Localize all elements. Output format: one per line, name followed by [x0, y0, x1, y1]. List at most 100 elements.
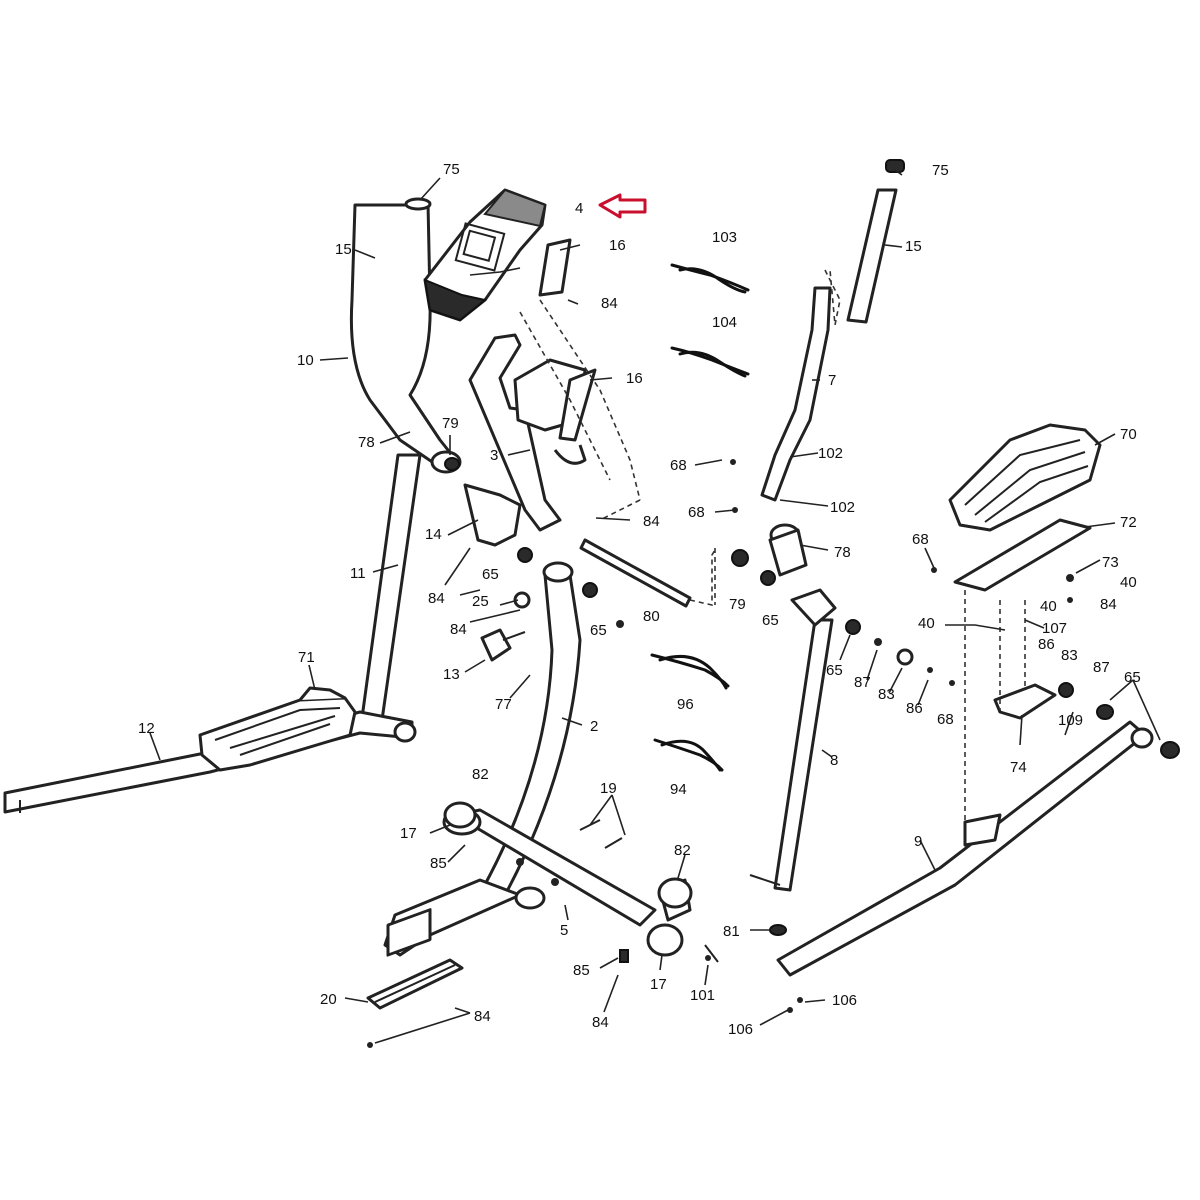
callout-96: 96 — [677, 696, 694, 713]
callout-68: 68 — [937, 711, 954, 728]
callout-75: 75 — [443, 161, 460, 178]
callout-10: 10 — [297, 352, 314, 369]
right-handlebar-part-7 — [760, 269, 841, 502]
callout-107: 107 — [1042, 620, 1067, 637]
callout-80: 80 — [643, 608, 660, 625]
pedal-bracket-part-72 — [953, 518, 1092, 592]
callout-86: 86 — [906, 700, 923, 717]
callout-75: 75 — [932, 162, 949, 179]
callout-84: 84 — [592, 1014, 609, 1031]
callout-71: 71 — [298, 649, 315, 666]
callout-83: 83 — [1061, 647, 1078, 664]
grip-part-16-upper — [538, 238, 572, 297]
highlight-arrow — [598, 193, 647, 219]
callout-77: 77 — [495, 696, 512, 713]
wire-harness-part-94 — [653, 738, 724, 772]
callout-84: 84 — [428, 590, 445, 607]
pedal-link-part-74 — [964, 590, 1057, 820]
callout-79: 79 — [729, 596, 746, 613]
callout-68: 68 — [912, 531, 929, 548]
callout-labels: 75 4 16 103 75 15 15 84 104 10 7 16 79 7… — [138, 161, 1141, 1038]
callout-2: 2 — [590, 718, 598, 735]
callout-14: 14 — [425, 526, 442, 543]
hardware-fasteners — [367, 459, 1074, 1048]
wire-harness-part-104 — [670, 346, 750, 378]
callout-17: 17 — [650, 976, 667, 993]
right-lower-arm-part-8 — [714, 523, 837, 936]
callout-101: 101 — [690, 987, 715, 1004]
left-lower-arm-part-11 — [360, 453, 422, 722]
wire-harness-part-103 — [670, 263, 750, 294]
callout-86: 86 — [1038, 636, 1055, 653]
callout-84: 84 — [450, 621, 467, 638]
left-handlebar-part-10 — [349, 197, 462, 474]
callout-16: 16 — [609, 237, 626, 254]
callout-25: 25 — [472, 593, 489, 610]
callout-84: 84 — [474, 1008, 491, 1025]
callout-78: 78 — [358, 434, 375, 451]
right-grip-part-15 — [846, 159, 905, 324]
callout-85: 85 — [430, 855, 447, 872]
callout-84: 84 — [1100, 596, 1117, 613]
callout-40: 40 — [1040, 598, 1057, 615]
callout-109: 109 — [1058, 712, 1083, 729]
callout-40: 40 — [1120, 574, 1137, 591]
callout-65: 65 — [826, 662, 843, 679]
callout-102: 102 — [830, 499, 855, 516]
callout-70: 70 — [1120, 426, 1137, 443]
callout-82: 82 — [674, 842, 691, 859]
callout-104: 104 — [712, 314, 737, 331]
base-crossbar-part-5 — [383, 808, 657, 957]
callout-68: 68 — [688, 504, 705, 521]
callout-7: 7 — [828, 372, 836, 389]
callout-20: 20 — [320, 991, 337, 1008]
callout-65: 65 — [1124, 669, 1141, 686]
callout-16: 16 — [626, 370, 643, 387]
callout-68: 68 — [670, 457, 687, 474]
callout-83: 83 — [878, 686, 895, 703]
callout-94: 94 — [670, 781, 687, 798]
callout-87: 87 — [854, 674, 871, 691]
callout-87: 87 — [1093, 659, 1110, 676]
callout-82: 82 — [472, 766, 489, 783]
callout-72: 72 — [1120, 514, 1137, 531]
right-pedal-part-70 — [948, 423, 1102, 532]
left-pedal-part-71 — [198, 686, 357, 772]
callout-81: 81 — [723, 923, 740, 940]
callout-74: 74 — [1010, 759, 1027, 776]
callout-85: 85 — [573, 962, 590, 979]
callout-15: 15 — [905, 238, 922, 255]
shroud-part-14 — [463, 483, 522, 547]
callout-19: 19 — [600, 780, 617, 797]
wheels-part-82-17 — [443, 801, 693, 957]
callout-102: 102 — [818, 445, 843, 462]
axle-part-80 — [579, 538, 716, 608]
callout-8: 8 — [830, 752, 838, 769]
callout-84: 84 — [643, 513, 660, 530]
callout-13: 13 — [443, 666, 460, 683]
console-part-4 — [423, 188, 547, 322]
upright-part-3 — [468, 299, 641, 532]
callout-65: 65 — [590, 622, 607, 639]
callout-106: 106 — [728, 1021, 753, 1038]
wire-harness-part-96 — [650, 653, 730, 690]
callout-12: 12 — [138, 720, 155, 737]
callout-79: 79 — [442, 415, 459, 432]
callout-17: 17 — [400, 825, 417, 842]
callout-65: 65 — [482, 566, 499, 583]
callout-3: 3 — [490, 447, 498, 464]
callout-65: 65 — [762, 612, 779, 629]
callout-9: 9 — [914, 833, 922, 850]
callout-106: 106 — [832, 992, 857, 1009]
callout-5: 5 — [560, 922, 568, 939]
leader-lines — [149, 169, 1161, 1044]
front-foot-part-20 — [366, 958, 464, 1010]
callout-78: 78 — [834, 544, 851, 561]
callout-73: 73 — [1102, 554, 1119, 571]
callout-4: 4 — [575, 200, 583, 217]
callout-84: 84 — [601, 295, 618, 312]
callout-40: 40 — [918, 615, 935, 632]
callout-11: 11 — [350, 565, 366, 582]
callout-15: 15 — [335, 241, 352, 258]
